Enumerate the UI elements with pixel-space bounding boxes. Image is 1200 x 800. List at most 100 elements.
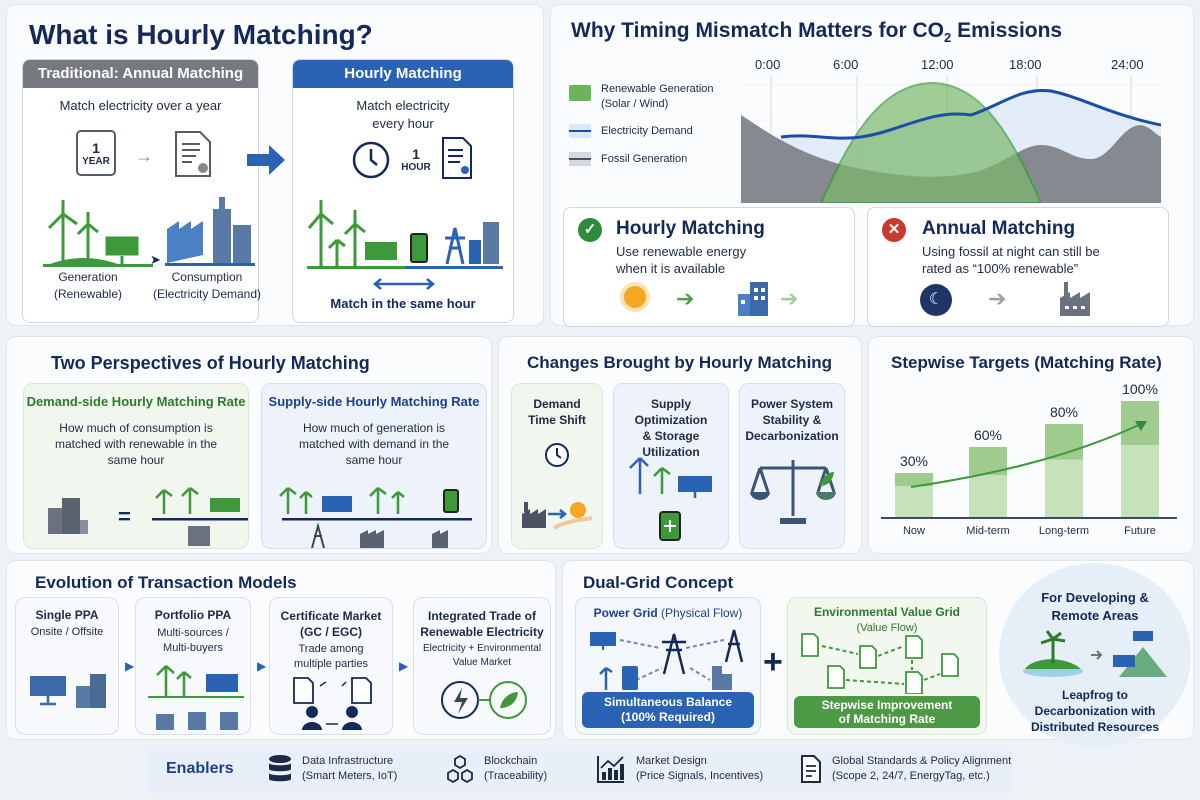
bar-mid-term <box>969 447 1007 517</box>
power-grid-network-icon <box>590 629 744 690</box>
bar-value-long-term: 80% <box>1049 404 1079 420</box>
hourly-matching-box: ✓ Hourly Matching Use renewable energy w… <box>563 207 855 327</box>
hourly-card-header: Hourly Matching <box>293 60 513 88</box>
solar-to-building-icon <box>30 674 106 708</box>
chart-icon <box>597 756 624 783</box>
value-grid-card: Environmental Value Grid (Value Flow) St… <box>787 597 987 735</box>
bar-long-term <box>1045 424 1083 517</box>
growth-arrow-icon <box>910 421 1147 488</box>
legend-item-fossil: Fossil Generation <box>569 152 749 166</box>
model-card-single-ppa: Single PPA Onsite / Offsite <box>15 597 119 735</box>
section-title-dual-grid: Dual-Grid Concept <box>583 573 734 592</box>
section-title-changes: Changes Brought by Hourly Matching <box>527 353 833 372</box>
demand-side-desc: How much of consumption is matched with … <box>54 421 218 467</box>
x-axis-line <box>881 517 1177 519</box>
chart-plot-area <box>741 75 1161 203</box>
change-card-supply-optimization: Supply Optimization & Storage Utilizatio… <box>613 383 729 549</box>
enabler-global-standards: Global Standards & Policy Alignment(Scop… <box>800 754 1011 784</box>
cross-icon: ✕ <box>882 218 906 242</box>
demand-side-card: Demand-side Hourly Matching Rate How muc… <box>23 383 249 549</box>
island-to-solar-mountain-icon <box>1023 630 1167 677</box>
generation-to-consumption-icon <box>307 200 503 269</box>
clock-icon <box>545 443 569 467</box>
x-tick-24: 24:00 <box>1111 57 1144 72</box>
bar-future <box>1121 401 1159 517</box>
annual-box-text: Using fossil at night can still be rated… <box>922 244 1100 276</box>
model-card-portfolio-ppa: Portfolio PPA Multi-sources / Multi-buye… <box>135 597 251 735</box>
double-arrow-icon <box>373 278 435 290</box>
value-grid-footer: Stepwise Improvement of Matching Rate <box>794 696 980 728</box>
legend-swatch-fossil <box>569 152 591 166</box>
equals-sign: = <box>118 504 131 529</box>
supply-side-card: Supply-side Hourly Matching Rate How muc… <box>261 383 487 549</box>
section-title-what-is: What is Hourly Matching? <box>29 19 373 50</box>
what-is-hourly-matching-panel: What is Hourly Matching? Traditional: An… <box>6 4 544 326</box>
factory-buildings-icon <box>165 197 255 266</box>
value-grid-network-icon <box>801 633 959 694</box>
arrow-right-icon: ➔ <box>988 286 1007 311</box>
bar-value-future: 100% <box>1122 381 1158 397</box>
power-grid-footer: Simultaneous Balance (100% Required) <box>582 692 754 728</box>
certificate-trading-icon <box>293 677 372 730</box>
annual-matching-box: ✕ Annual Matching Using fossil at night … <box>867 207 1169 327</box>
supply-side-header: Supply-side Hourly Matching Rate <box>268 394 480 409</box>
arrow-right-icon: ▶ <box>257 659 267 673</box>
calendar-icon: 1 YEAR <box>76 130 116 176</box>
check-icon: ✓ <box>578 218 602 242</box>
moon-icon: ☾ <box>920 284 952 316</box>
factory-to-sun-icon <box>522 502 593 530</box>
power-grid-title: Power Grid (Physical Flow) <box>593 606 743 620</box>
consumption-label: Consumption (Electricity Demand) <box>152 270 262 301</box>
evolution-panel: Evolution of Transaction Models Single P… <box>6 560 556 740</box>
clock-icon <box>352 141 390 179</box>
bar-label-long-term: Long-term <box>1038 525 1090 537</box>
timing-mismatch-panel: Why Timing Mismatch Matters for CO2 Emis… <box>550 4 1194 327</box>
arrow-right-icon: ▶ <box>399 659 409 673</box>
transition-arrow-icon <box>247 143 285 177</box>
stepwise-targets-panel: Stepwise Targets (Matching Rate) 30% 60%… <box>868 336 1194 554</box>
section-title-evolution: Evolution of Transaction Models <box>35 573 297 592</box>
annual-matching-card: Traditional: Annual Matching Match elect… <box>22 59 261 323</box>
arrow-right-icon: ▶ <box>125 659 135 673</box>
power-grid-card: Power Grid (Physical Flow) Simultaneous … <box>575 597 761 735</box>
change-card-demand-shift: Demand Time Shift <box>511 383 603 549</box>
x-tick-12: 12:00 <box>921 57 954 72</box>
bar-label-mid-term: Mid-term <box>966 525 1010 537</box>
x-tick-6: 6:00 <box>833 57 859 72</box>
hourly-matching-card: Hourly Matching Match electricity every … <box>292 59 514 323</box>
stepwise-bar-chart: 30% 60% 80% 100% Now Mid-term Long-term … <box>881 377 1181 547</box>
x-tick-0: 0:00 <box>755 57 781 72</box>
bar-now <box>895 473 933 517</box>
x-tick-18: 18:00 <box>1009 57 1042 72</box>
dual-grid-panel: Dual-Grid Concept Power Grid (Physical F… <box>562 560 1194 747</box>
model-card-integrated-trade: Integrated Trade of Renewable Electricit… <box>413 597 551 735</box>
wind-solar-generation-icon <box>43 200 153 267</box>
wind-solar-buildings-icon <box>148 665 244 730</box>
generation-label: Generation (Renewable) <box>53 270 123 301</box>
hourly-box-title: Hourly Matching <box>616 218 765 239</box>
enabler-blockchain: Blockchain(Traceability) <box>446 754 547 784</box>
plus-sign: + <box>763 643 783 681</box>
emissions-chart: 0:00 6:00 12:00 18:00 24:00 <box>741 57 1161 203</box>
bar-label-future: Future <box>1124 525 1156 537</box>
hourly-box-text: Use renewable energy when it is availabl… <box>616 244 747 276</box>
bar-value-mid-term: 60% <box>973 427 1003 443</box>
wind-solar-battery-icon <box>629 457 712 541</box>
database-icon <box>269 755 291 782</box>
sun-icon <box>624 286 646 308</box>
section-title-perspectives: Two Perspectives of Hourly Matching <box>51 353 370 373</box>
enablers-label: Enablers <box>166 760 234 777</box>
annual-box-title: Annual Matching <box>922 218 1076 239</box>
building-icon <box>48 498 88 534</box>
annual-card-subtitle: Match electricity over a year <box>59 98 222 113</box>
legend-swatch-renewable <box>569 85 591 101</box>
model-card-certificate-market: Certificate Market (GC / EGC) Trade amon… <box>269 597 393 735</box>
legend-item-renewable: Renewable Generation(Solar / Wind) <box>569 83 749 110</box>
generation-over-demand-icon <box>279 487 472 548</box>
document-icon <box>801 755 821 783</box>
arrow-right-icon: ➔ <box>676 286 695 311</box>
bar-label-now: Now <box>902 525 925 537</box>
arrow-right-icon: ➤ <box>150 252 161 267</box>
enablers-bar: Enablers Data Infrastructure(Smart Meter… <box>146 746 1012 794</box>
annual-card-header: Traditional: Annual Matching <box>23 60 258 88</box>
